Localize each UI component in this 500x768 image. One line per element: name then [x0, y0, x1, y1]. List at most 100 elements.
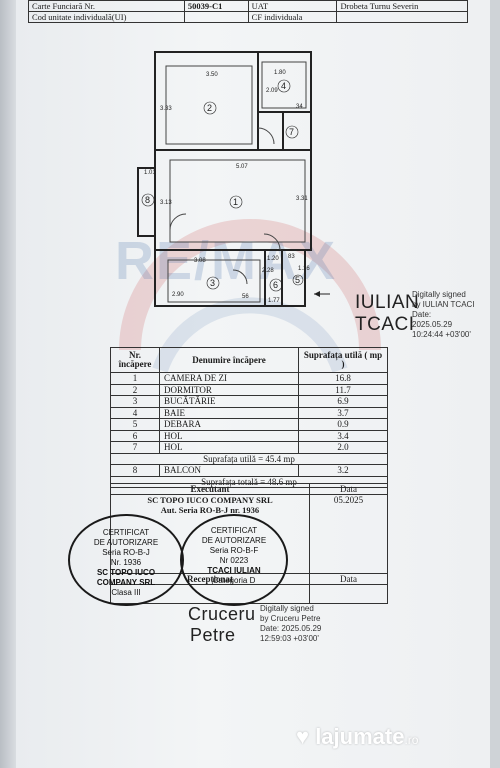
entrance-arrow-head — [314, 291, 320, 297]
column-header: Nr. încăpere — [110, 347, 160, 373]
column-header: Suprafața utilă ( mp ) — [298, 347, 388, 373]
executant-date: 05.2025 — [309, 494, 388, 574]
data-label: Data — [309, 483, 388, 495]
signature-meta-line: Digitally signed — [260, 604, 314, 613]
header-cell — [336, 11, 468, 23]
table-row: 2 DORMITOR 11.7 — [110, 383, 388, 396]
room-name: HOL — [159, 441, 299, 454]
room-nr: 6 — [110, 429, 160, 442]
header-row: Cod unitate individuală(UI) CF individua… — [28, 11, 468, 23]
room-area: 6.9 — [298, 395, 388, 408]
room-number: 5 — [295, 275, 300, 285]
blank-cell — [309, 584, 388, 604]
table-row: 3 BUCĂTĂRIE 6.9 — [110, 395, 388, 408]
stamp-line: Categoria D — [212, 576, 256, 585]
room-area: 11.7 — [298, 383, 388, 396]
table-row: 8 BALCON 3.2 — [110, 464, 388, 477]
executant-label: Executant — [110, 483, 310, 495]
stamp-line: DE AUTORIZARE — [201, 536, 267, 545]
stamp-line: Nr. 1936 — [110, 558, 142, 567]
plan-dimension: 3.08 — [194, 258, 206, 264]
plan-dimension: 5.07 — [236, 164, 248, 170]
certification-stamp-company: CERTIFICAT DE AUTORIZARE Seria RO-B-J Nr… — [68, 514, 184, 606]
useful-total: Suprafața utilă = 45.4 mp — [110, 452, 388, 465]
room-area: 3.7 — [298, 406, 388, 419]
stamp-line: Clasa III — [111, 588, 141, 597]
room-name: BUCĂTĂRIE — [159, 395, 299, 408]
stamp-line: DE AUTORIZARE — [93, 538, 159, 547]
page-shadow — [0, 0, 16, 768]
room-number: 2 — [207, 103, 212, 113]
plan-dimension: 3.13 — [160, 200, 172, 206]
plan-dimension: 83 — [288, 254, 295, 260]
room-area: 3.2 — [298, 464, 388, 477]
room-area: 2.0 — [298, 441, 388, 454]
plan-dimension: 2.28 — [262, 268, 274, 274]
plan-dimension: 3.50 — [206, 72, 218, 78]
signature-meta-line: 10:24:44 +03'00' — [412, 330, 471, 339]
plan-dimension: 3.31 — [296, 196, 308, 202]
plan-dimension: 1.16 — [298, 266, 310, 272]
room-name: HOL — [159, 429, 299, 442]
table-row: 1 CAMERA DE ZI 16.8 — [110, 372, 388, 385]
plan-dimension: 1.77 — [268, 298, 280, 304]
signature-meta-line: by Cruceru Petre — [260, 614, 321, 623]
room-nr: 8 — [110, 464, 160, 477]
header-cell: Cod unitate individuală(UI) — [28, 11, 185, 23]
room-number: 6 — [273, 280, 278, 290]
room-nr: 3 — [110, 395, 160, 408]
stamp-line: Seria RO-B-J — [102, 548, 150, 557]
stamp-line: Nr 0223 — [219, 556, 249, 565]
room-number: 7 — [289, 127, 294, 137]
room-nr: 1 — [110, 372, 160, 385]
room-nr: 7 — [110, 441, 160, 454]
room-name: DEBARA — [159, 418, 299, 431]
room-area: 0.9 — [298, 418, 388, 431]
signature-meta: Digitally signed by IULIAN TCACI Date: 2… — [412, 290, 475, 340]
room-number: 3 — [210, 278, 215, 288]
stamp-line: COMPANY SRL — [96, 578, 156, 587]
logo-suffix: .ro — [404, 733, 419, 747]
plan-upper-block — [154, 51, 312, 151]
room-nr: 2 — [110, 383, 160, 396]
room-number: 8 — [145, 195, 150, 205]
site-logo: ♥ lajumate.ro — [296, 724, 418, 750]
cadastral-header-table: Carte Funciară Nr. 50039-C1 UAT Drobeta … — [28, 0, 468, 23]
plan-dimension: 1.80 — [274, 70, 286, 76]
signature-meta: Digitally signed by Cruceru Petre Date: … — [260, 604, 321, 644]
watermark-text: RE/MAX — [115, 231, 338, 291]
table-row: 6 HOL 3.4 — [110, 429, 388, 442]
stamp-line: Seria RO-B-F — [209, 546, 259, 555]
plan-dimension: 1.01 — [144, 170, 156, 176]
stamp-line: SC TOPO IUCO — [96, 568, 156, 577]
plan-dimension: 34 — [296, 104, 303, 110]
plan-dimension: 2.09 — [266, 88, 278, 94]
digital-signature-cruceru: Cruceru Petre — [188, 604, 256, 646]
signer-name-line2: TCACI — [355, 314, 415, 335]
plan-dimension: 56 — [242, 294, 249, 300]
data-label-2: Data — [309, 573, 388, 585]
room-name: BALCON — [159, 464, 299, 477]
room-nr: 4 — [110, 406, 160, 419]
signature-meta-line: Digitally signed — [412, 290, 466, 299]
floor-plan: 3.50 1.80 3.33 2.09 34 5.07 1.01 3.13 3.… — [137, 51, 330, 307]
room-area: 16.8 — [298, 372, 388, 385]
plan-dimension: 1.20 — [267, 256, 279, 262]
rooms-area-table: Nr. încăpere Denumire încăpere Suprafața… — [110, 347, 388, 488]
column-header: Denumire încăpere — [159, 347, 299, 373]
certification-stamp-person: CERTIFICAT DE AUTORIZARE Seria RO-B-F Nr… — [180, 514, 288, 606]
signer-name-line1: IULIAN — [355, 292, 420, 313]
digital-signature-tcaci: IULIAN TCACI — [355, 292, 419, 336]
executant-company: SC TOPO IUCO COMPANY SRL — [147, 495, 273, 505]
useful-total-row: Suprafața utilă = 45.4 mp — [110, 452, 388, 465]
room-name: DORMITOR — [159, 383, 299, 396]
signature-meta-line: Date: — [412, 310, 432, 319]
header-cell: CF individuala — [247, 11, 338, 23]
stamp-line: TCACI IULIAN — [207, 566, 261, 575]
signature-meta-line: Date: 2025.05.29 — [260, 624, 322, 633]
signer-name-line1: Cruceru — [188, 604, 256, 624]
stamp-line: CERTIFICAT — [210, 526, 258, 535]
executant-cert: Aut. Seria RO-B-J nr. 1936 — [160, 505, 260, 515]
plan-balcony — [137, 167, 156, 237]
room-number: 4 — [281, 81, 286, 91]
